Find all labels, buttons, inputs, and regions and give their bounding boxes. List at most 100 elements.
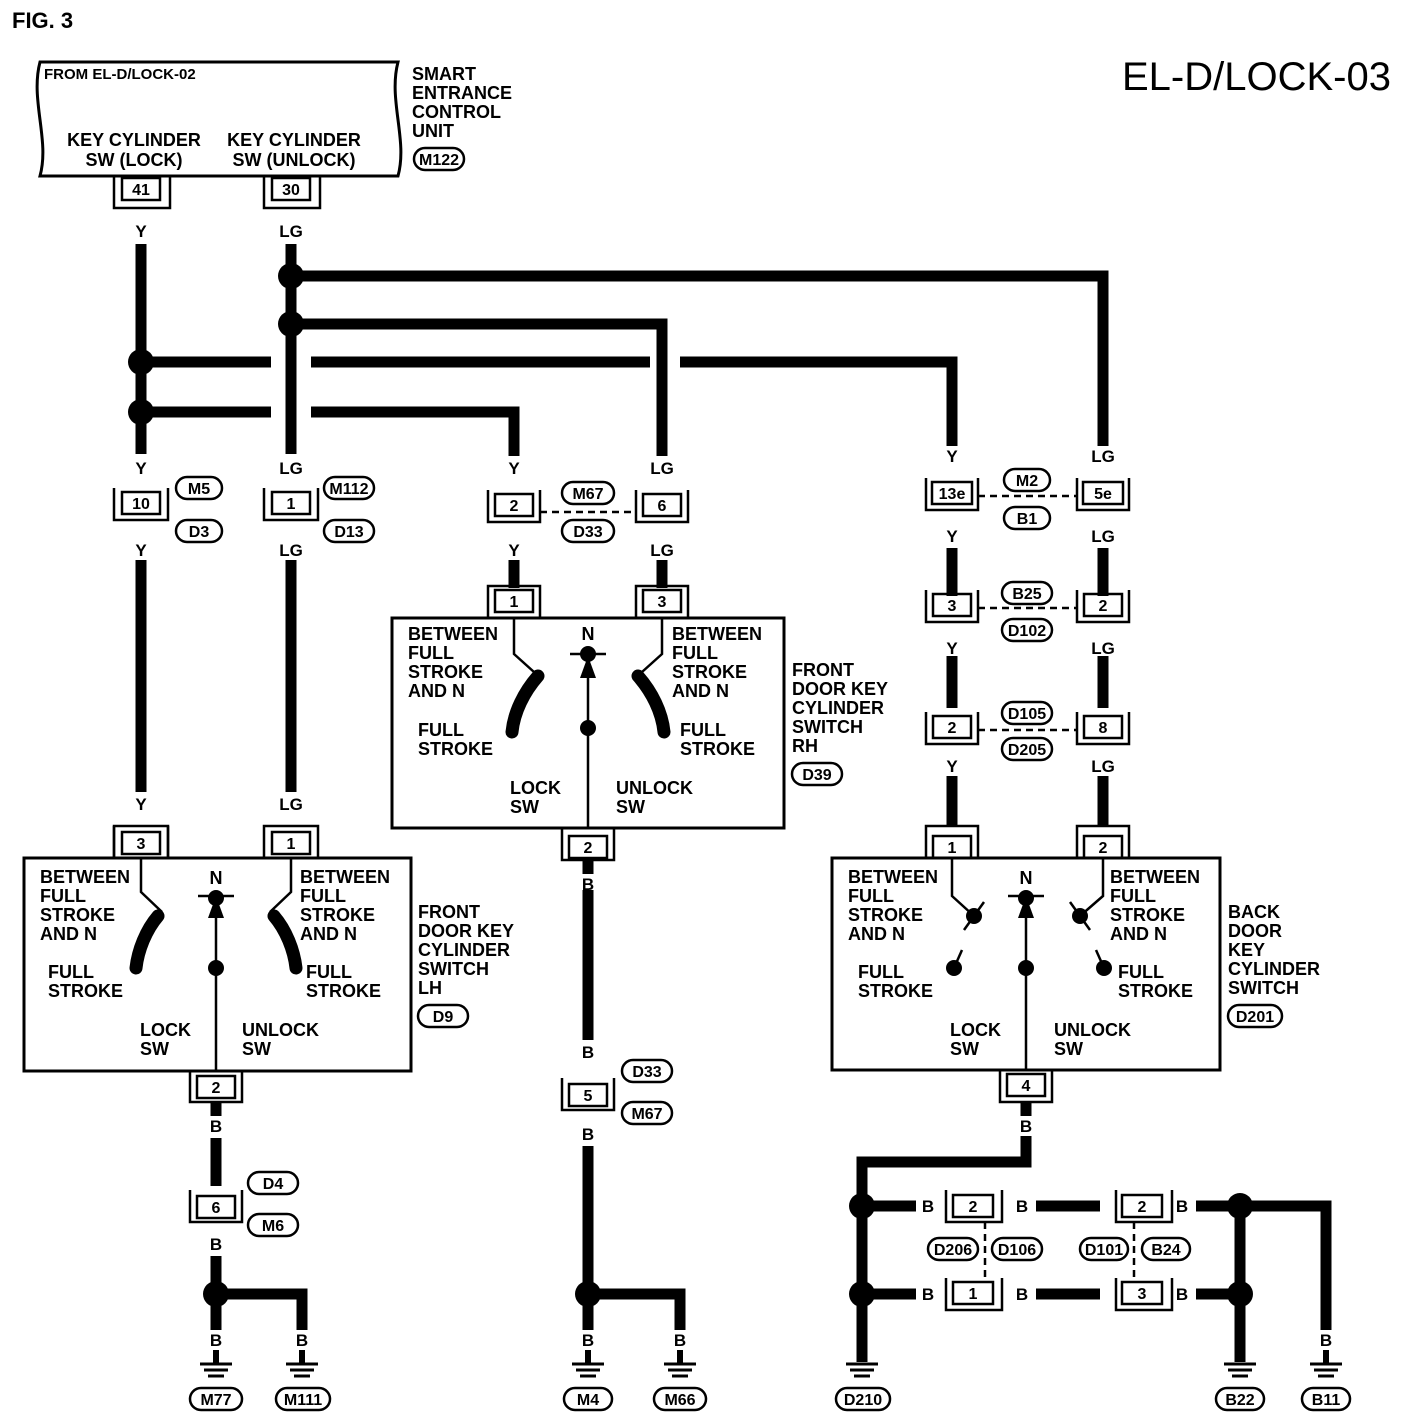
svg-text:BETWEEN: BETWEEN (848, 867, 938, 887)
unit-name-line-1: SMART (412, 64, 476, 84)
connector-pin: 10 (132, 496, 150, 513)
svg-text:2: 2 (212, 1080, 221, 1097)
svg-text:FULL: FULL (1110, 886, 1156, 906)
connector-id: B1 (1017, 511, 1038, 528)
wire-label: LG (650, 459, 674, 478)
wire-label: LG (650, 541, 674, 560)
svg-text:SW: SW (616, 797, 645, 817)
svg-text:2: 2 (584, 840, 593, 857)
svg-text:B11: B11 (1312, 1392, 1341, 1409)
connector-pin: 6 (658, 498, 667, 515)
connector-id: D106 (998, 1242, 1036, 1259)
ground-b11: B11 (1300, 1350, 1352, 1412)
unit-pin-unlock: 30 (282, 182, 300, 199)
wire-label: Y (135, 541, 147, 560)
svg-text:CYLINDER: CYLINDER (418, 940, 510, 960)
svg-text:N: N (210, 868, 223, 888)
wire-label: B (1016, 1285, 1028, 1304)
wire-label: Y (946, 447, 958, 466)
wire-label: LG (1091, 527, 1115, 546)
svg-text:LOCK: LOCK (140, 1020, 191, 1040)
wire-label: B (1320, 1331, 1332, 1350)
ground-m111: M111 (274, 1350, 332, 1412)
wire-label: B (582, 1331, 594, 1350)
svg-text:SWITCH: SWITCH (792, 717, 863, 737)
wire-label: Y (946, 757, 958, 776)
connector-pin: 3 (948, 598, 957, 615)
wire-label: B (1234, 1331, 1246, 1350)
svg-text:STROKE: STROKE (680, 739, 755, 759)
connector-id: D4 (263, 1176, 284, 1193)
wire-label: Y (946, 527, 958, 546)
unit-unlock-label-2: SW (UNLOCK) (233, 150, 356, 170)
svg-text:N: N (1020, 868, 1033, 888)
wire-label: LG (279, 795, 303, 814)
wire-label: Y (508, 459, 520, 478)
svg-text:KEY: KEY (1228, 940, 1265, 960)
svg-text:DOOR: DOOR (1228, 921, 1282, 941)
wire-label: Y (508, 541, 520, 560)
from-label: FROM EL-D/LOCK-02 (44, 66, 196, 83)
svg-text:LOCK: LOCK (950, 1020, 1001, 1040)
inline-connectors: 10 M5 D3 1 M112 D13 2 6 M67 D33 13e 5e M… (112, 467, 1192, 1312)
switch-rh: 1 3 2 N BETWEEN FULL STROKE AND N BETWEE… (390, 584, 888, 874)
wire-label: B (582, 1043, 594, 1062)
svg-text:AND N: AND N (672, 681, 729, 701)
ground-m77: M77 (188, 1350, 244, 1412)
svg-text:1: 1 (287, 836, 296, 853)
svg-text:BETWEEN: BETWEEN (1110, 867, 1200, 887)
switch-lh: 3 1 2 N BETWEEN FULL STROKE AND N BETWEE… (22, 824, 514, 1116)
wire-label: B (674, 1331, 686, 1350)
wire-label: Y (135, 795, 147, 814)
wire-label: B (922, 1285, 934, 1304)
svg-text:FULL: FULL (306, 962, 352, 982)
wire-label: Y (946, 639, 958, 658)
connector-id: D101 (1085, 1242, 1123, 1259)
svg-text:SWITCH: SWITCH (1228, 978, 1299, 998)
connector-pin: 2 (1099, 598, 1108, 615)
svg-text:STROKE: STROKE (300, 905, 375, 925)
connector-id: D13 (334, 524, 363, 541)
svg-text:STROKE: STROKE (858, 981, 933, 1001)
wire-label: B (1020, 1117, 1032, 1136)
svg-text:STROKE: STROKE (418, 739, 493, 759)
connector-pin: 13e (939, 486, 966, 503)
connector-pin: 2 (969, 1199, 978, 1216)
connector-id: M67 (631, 1106, 662, 1123)
svg-text:SW: SW (140, 1039, 169, 1059)
wire-label: B (296, 1331, 308, 1350)
figure-label: FIG. 3 (12, 8, 73, 33)
connector-id: M6 (262, 1218, 284, 1235)
svg-text:STROKE: STROKE (672, 662, 747, 682)
wire-label: B (582, 875, 594, 894)
svg-text:UNLOCK: UNLOCK (242, 1020, 319, 1040)
svg-text:FULL: FULL (48, 962, 94, 982)
wire-label: Y (135, 222, 147, 241)
svg-text:SW: SW (1054, 1039, 1083, 1059)
svg-text:RH: RH (792, 736, 818, 756)
svg-text:AND N: AND N (848, 924, 905, 944)
svg-text:3: 3 (137, 836, 146, 853)
svg-text:BETWEEN: BETWEEN (408, 624, 498, 644)
connector-id: M2 (1016, 473, 1038, 490)
svg-text:D201: D201 (1236, 1009, 1274, 1026)
unit-connector-id: M122 (419, 152, 459, 169)
unit-connector-badge (412, 146, 466, 172)
svg-text:FRONT: FRONT (792, 660, 854, 680)
connector-pin: 5 (584, 1088, 593, 1105)
wire-color-labels: Y LG Y LG Y LG Y LG Y LG Y LG Y LG Y LG … (135, 222, 1332, 1350)
svg-text:FULL: FULL (858, 962, 904, 982)
wire-label: B (1176, 1285, 1188, 1304)
svg-text:M77: M77 (200, 1392, 231, 1409)
svg-text:DOOR KEY: DOOR KEY (418, 921, 514, 941)
svg-text:1: 1 (510, 594, 519, 611)
wire-label: LG (279, 222, 303, 241)
svg-text:4: 4 (1022, 1078, 1031, 1095)
switch-back-door: 1 2 4 N BETWEEN FULL STROKE AND N BETWEE… (830, 824, 1320, 1116)
wire-label: B (210, 1331, 222, 1350)
svg-text:FULL: FULL (848, 886, 894, 906)
svg-text:SW: SW (242, 1039, 271, 1059)
connector-pin: 3 (1138, 1286, 1147, 1303)
svg-text:LOCK: LOCK (510, 778, 561, 798)
svg-text:3: 3 (658, 594, 667, 611)
